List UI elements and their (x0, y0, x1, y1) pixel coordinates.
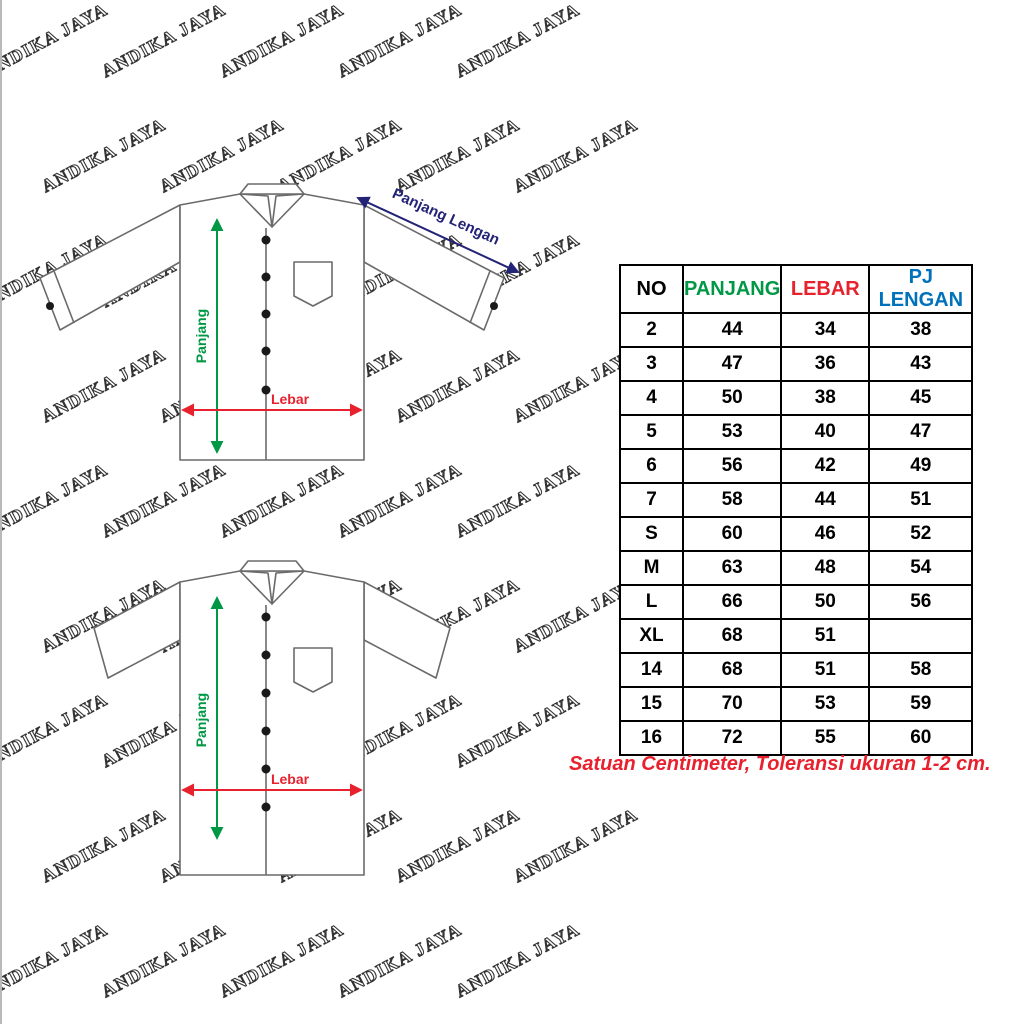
table-cell: 72 (681, 720, 783, 756)
right-cuff-line (469, 270, 491, 324)
table-cell: 51 (868, 482, 974, 518)
table-cell: 53 (780, 686, 871, 722)
table-cell: 68 (681, 618, 783, 654)
table-cell: 3 (619, 346, 684, 382)
collar-right-flap (271, 570, 305, 605)
table-cell: 46 (780, 516, 871, 552)
table-cell: 15 (619, 686, 684, 722)
table-cell: 58 (868, 652, 974, 688)
table-cell: 50 (780, 584, 871, 620)
table-cell: 34 (780, 312, 871, 348)
table-cell: 52 (868, 516, 974, 552)
table-cell: 53 (681, 414, 783, 450)
left-sleeve (39, 204, 181, 331)
table-cell (868, 618, 974, 654)
chest-pocket (293, 261, 333, 307)
short-sleeve-shirt (93, 560, 451, 876)
table-cell: 49 (868, 448, 974, 484)
length-label-bottom: Panjang (193, 693, 209, 747)
table-cell: 42 (780, 448, 871, 484)
table-cell: 14 (619, 652, 684, 688)
long-sleeve-shirt (39, 183, 505, 461)
buttons (261, 612, 271, 812)
table-cell: 56 (681, 448, 783, 484)
collar-left-flap (239, 570, 273, 605)
table-cell: 48 (780, 550, 871, 586)
table-cell: 47 (681, 346, 783, 382)
table-cell: 51 (780, 652, 871, 688)
table-cell: 40 (780, 414, 871, 450)
collar-band (239, 183, 305, 195)
size-table-header-lebar: LEBAR (780, 264, 871, 314)
table-cell: L (619, 584, 684, 620)
table-cell: 4 (619, 380, 684, 416)
table-cell: 54 (868, 550, 974, 586)
buttons (261, 235, 271, 395)
table-cell: 70 (681, 686, 783, 722)
table-cell: 43 (868, 346, 974, 382)
width-label-bottom: Lebar (271, 771, 310, 787)
table-cell: 68 (681, 652, 783, 688)
measurement-arrows-bottom: Panjang Lebar (181, 596, 363, 840)
table-cell: 7 (619, 482, 684, 518)
table-cell: 55 (780, 720, 871, 756)
chest-pocket (293, 647, 333, 693)
table-cell: 5 (619, 414, 684, 450)
sleeve-length-arrow (356, 196, 520, 274)
right-short-sleeve (363, 581, 451, 679)
table-cell: 6 (619, 448, 684, 484)
width-label-top: Lebar (271, 391, 310, 407)
table-cell: 38 (780, 380, 871, 416)
length-label-top: Panjang (193, 309, 209, 363)
table-cell: M (619, 550, 684, 586)
left-cuff-button (46, 302, 54, 310)
collar-band (239, 560, 305, 572)
measurement-note: Satuan Centimeter, Toleransi ukuran 1-2 … (569, 753, 991, 775)
size-table-header-no: NO (619, 264, 684, 314)
table-cell: XL (619, 618, 684, 654)
table-cell: 38 (868, 312, 974, 348)
table-cell: 50 (681, 380, 783, 416)
table-cell: 47 (868, 414, 974, 450)
table-cell: 63 (681, 550, 783, 586)
table-cell: 16 (619, 720, 684, 756)
left-cuff-line (53, 270, 75, 324)
table-cell: 58 (681, 482, 783, 518)
collar-left-flap (239, 193, 273, 228)
table-cell: 60 (868, 720, 974, 756)
right-cuff-button (490, 302, 498, 310)
collar-right-flap (271, 193, 305, 228)
size-table-header-pj-lengan: PJ LENGAN (868, 264, 974, 314)
table-cell: 45 (868, 380, 974, 416)
table-cell: 51 (780, 618, 871, 654)
table-cell: 60 (681, 516, 783, 552)
left-short-sleeve (93, 581, 181, 679)
size-table-header-panjang: PANJANG (681, 264, 783, 314)
table-cell: 44 (681, 312, 783, 348)
table-cell: 2 (619, 312, 684, 348)
table-cell: 66 (681, 584, 783, 620)
table-cell: S (619, 516, 684, 552)
table-cell: 44 (780, 482, 871, 518)
table-cell: 56 (868, 584, 974, 620)
table-cell: 59 (868, 686, 974, 722)
table-cell: 36 (780, 346, 871, 382)
